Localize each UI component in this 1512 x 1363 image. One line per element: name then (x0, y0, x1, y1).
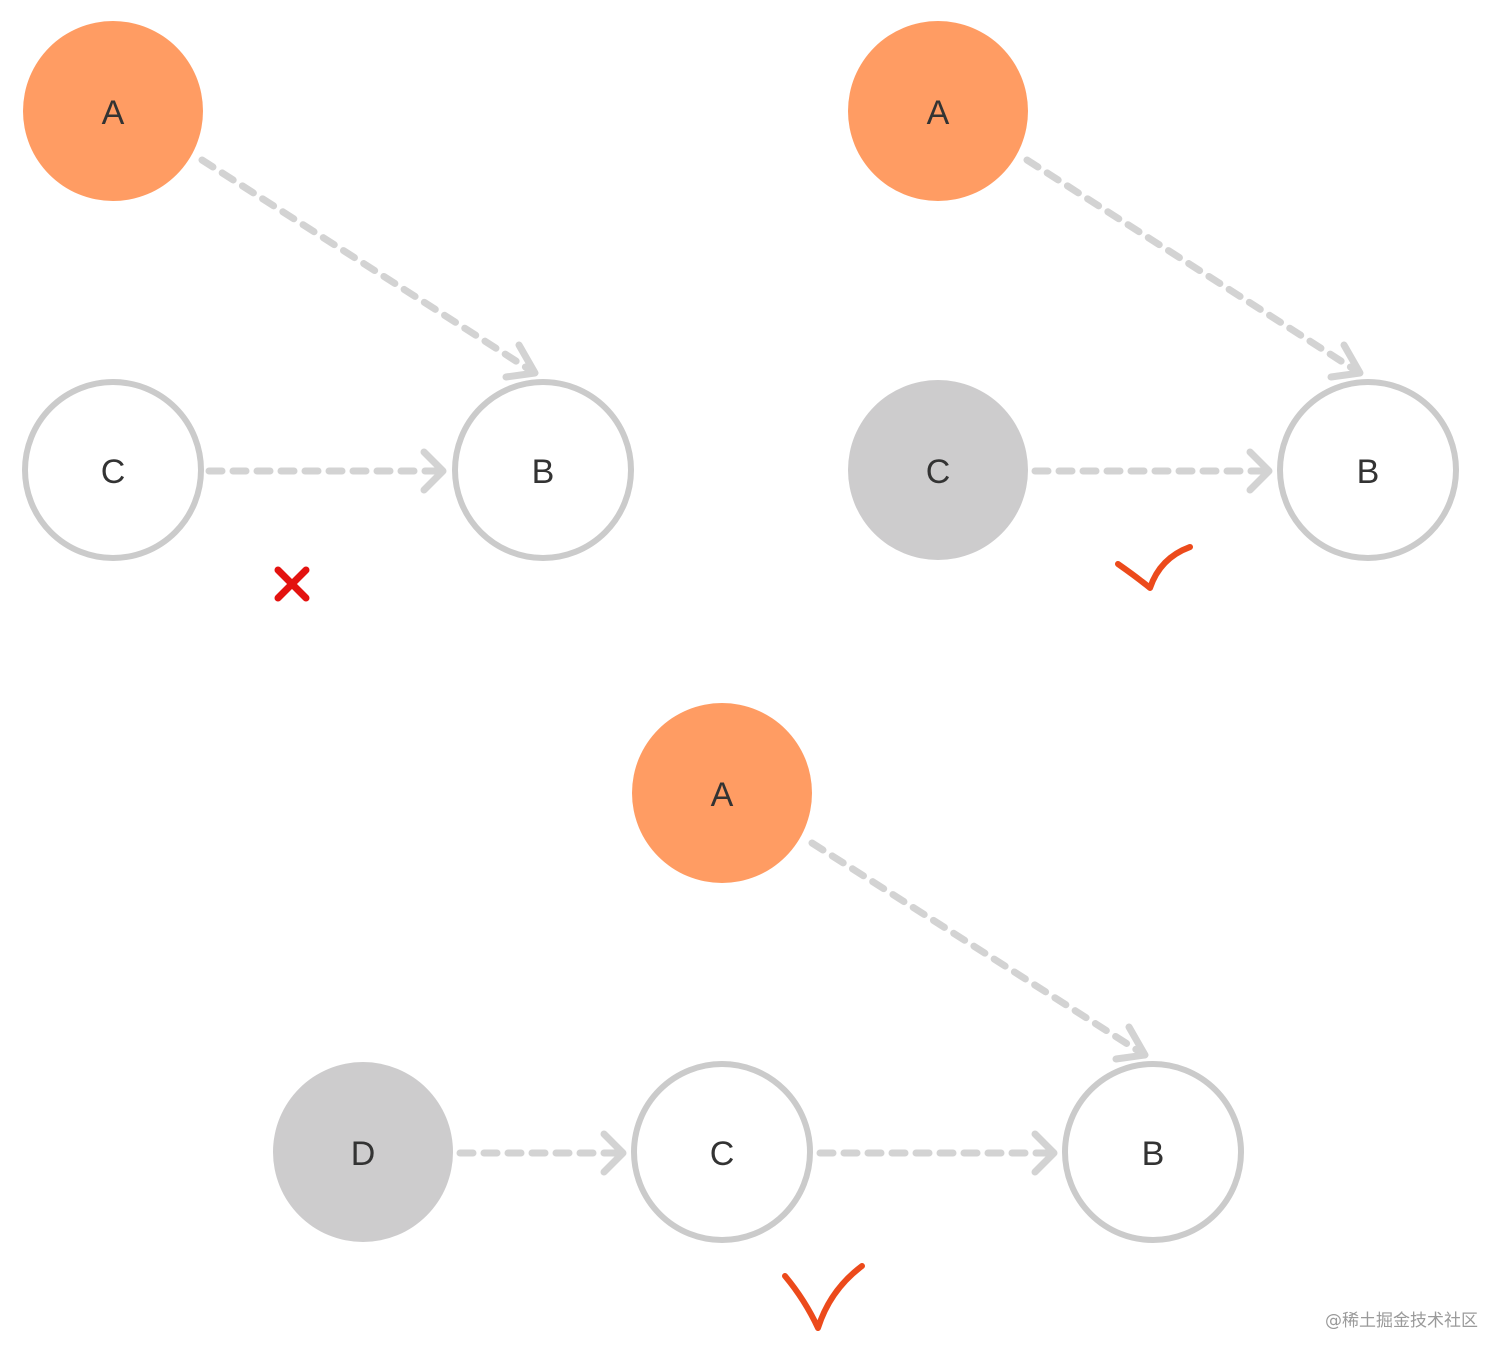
node-a (632, 703, 812, 883)
check-icon (782, 1263, 865, 1331)
node-b (1062, 1061, 1244, 1243)
node-c (22, 379, 204, 561)
node-a (848, 21, 1028, 201)
panel-top-right: A C B (848, 21, 1459, 591)
node-c-label: C (710, 1135, 735, 1173)
node-b-label: B (1357, 453, 1380, 491)
node-c-label: C (926, 453, 951, 491)
panel-bottom: A D C B (273, 703, 1244, 1331)
node-b (1277, 379, 1459, 561)
node-a-label: A (927, 94, 950, 132)
arrow-c-to-b (816, 1130, 1058, 1176)
arrow-d-to-c (456, 1130, 627, 1176)
check-icon (1115, 544, 1193, 591)
arrow-c-to-b (205, 448, 447, 494)
node-a-label: A (102, 94, 125, 132)
node-a-label: A (711, 776, 734, 814)
arrow-a-to-b (1023, 156, 1364, 381)
arrow-c-to-b (1031, 448, 1273, 494)
node-b-label: B (1142, 1135, 1165, 1173)
watermark: @稀土掘金技术社区 (1325, 1311, 1478, 1331)
node-c-label: C (101, 453, 126, 491)
node-c (848, 380, 1028, 560)
node-b (452, 379, 634, 561)
node-b-label: B (532, 453, 555, 491)
node-a (23, 21, 203, 201)
panel-top-left: A C B (22, 21, 634, 602)
arrow-a-to-b (198, 156, 539, 381)
node-c (631, 1061, 813, 1243)
node-d (273, 1062, 453, 1242)
arrow-a-to-b (808, 839, 1149, 1063)
node-d-label: D (351, 1135, 376, 1173)
cross-icon (274, 566, 310, 602)
